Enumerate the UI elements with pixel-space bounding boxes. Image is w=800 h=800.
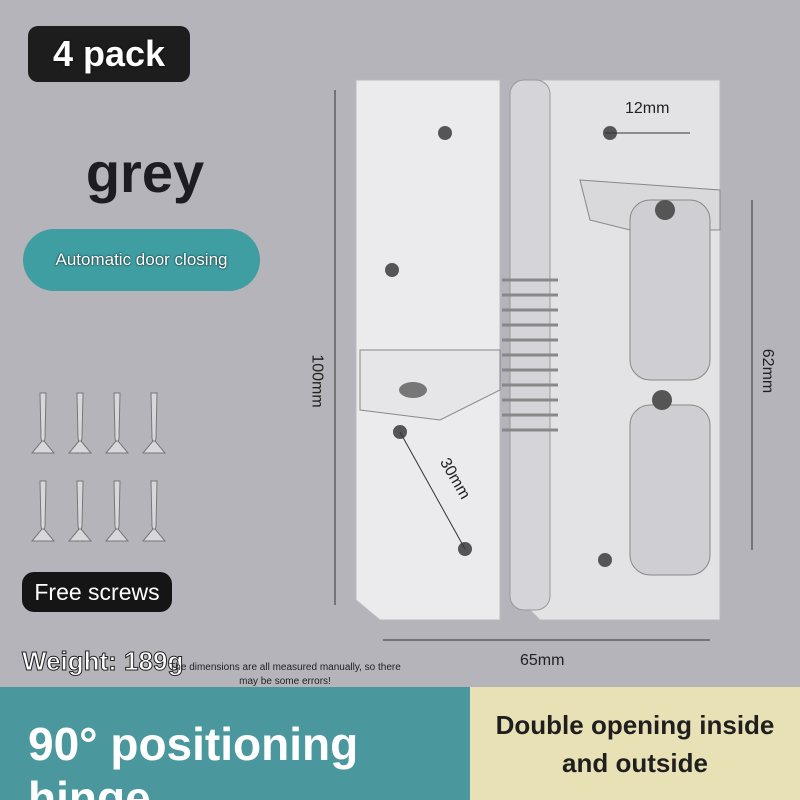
disclaimer-note: The dimensions are all measured manually… — [169, 662, 401, 687]
screw-icon — [30, 392, 56, 454]
pack-badge: 4 pack — [28, 26, 190, 82]
hinge-type-label: 90° positioning hinge — [28, 718, 359, 800]
screw-icon — [30, 480, 56, 542]
dimension-spring-height: 62mm — [759, 348, 777, 394]
footer-right-banner: Double opening inside and outside — [470, 687, 800, 800]
screw-icon — [141, 480, 167, 542]
screw-icon — [141, 392, 167, 454]
screw-icon — [104, 392, 130, 454]
dimension-height: 100mm — [308, 354, 326, 408]
dimension-width: 65mm — [520, 652, 565, 669]
weight-label: Weight: 189g — [21, 646, 184, 677]
screw-icon — [67, 392, 93, 454]
color-label: grey — [85, 141, 205, 204]
dimension-hole-spacing: 12mm — [625, 100, 670, 117]
footer-left-banner: 90° positioning hinge — [0, 687, 470, 800]
free-screws-badge: Free screws — [22, 572, 172, 612]
opening-feature-label: Double opening inside and outside — [495, 709, 775, 778]
feature-badge: Automatic door closing — [23, 229, 260, 291]
screw-icon — [67, 480, 93, 542]
hinge-illustration — [334, 79, 753, 641]
screw-icon — [104, 480, 130, 542]
screws-illustration — [30, 392, 167, 542]
